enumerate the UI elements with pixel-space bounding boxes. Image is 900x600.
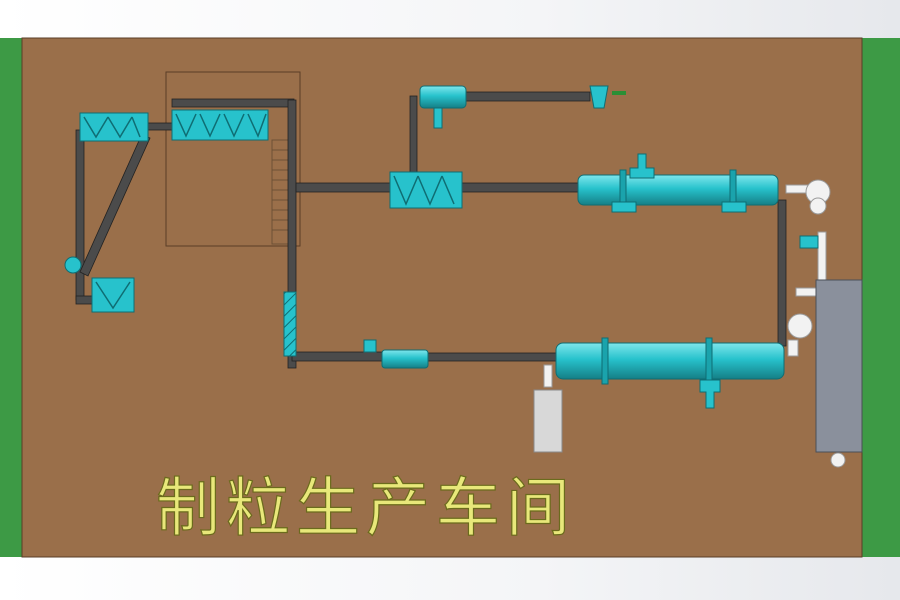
screen-machine-top	[171, 109, 269, 141]
platform-outline	[165, 71, 301, 247]
conveyor-network	[75, 91, 787, 369]
screen-machine-left	[79, 112, 149, 142]
top-band	[0, 0, 900, 38]
hot-air-furnace	[815, 279, 863, 453]
workshop-title: 制粒生产车间	[156, 472, 576, 546]
cooler-unit	[363, 339, 429, 369]
grass-right	[862, 38, 900, 557]
fan-motor	[799, 235, 819, 249]
bottom-band	[0, 557, 900, 600]
granulator	[283, 291, 297, 357]
rotary-drum-upper	[577, 153, 779, 213]
upper-unit	[419, 85, 626, 129]
hopper-bottom-left	[64, 256, 135, 313]
dust-collector	[533, 389, 563, 453]
grass-left	[0, 38, 22, 557]
mixer-middle	[389, 171, 463, 209]
rotary-drum-lower	[555, 337, 785, 409]
